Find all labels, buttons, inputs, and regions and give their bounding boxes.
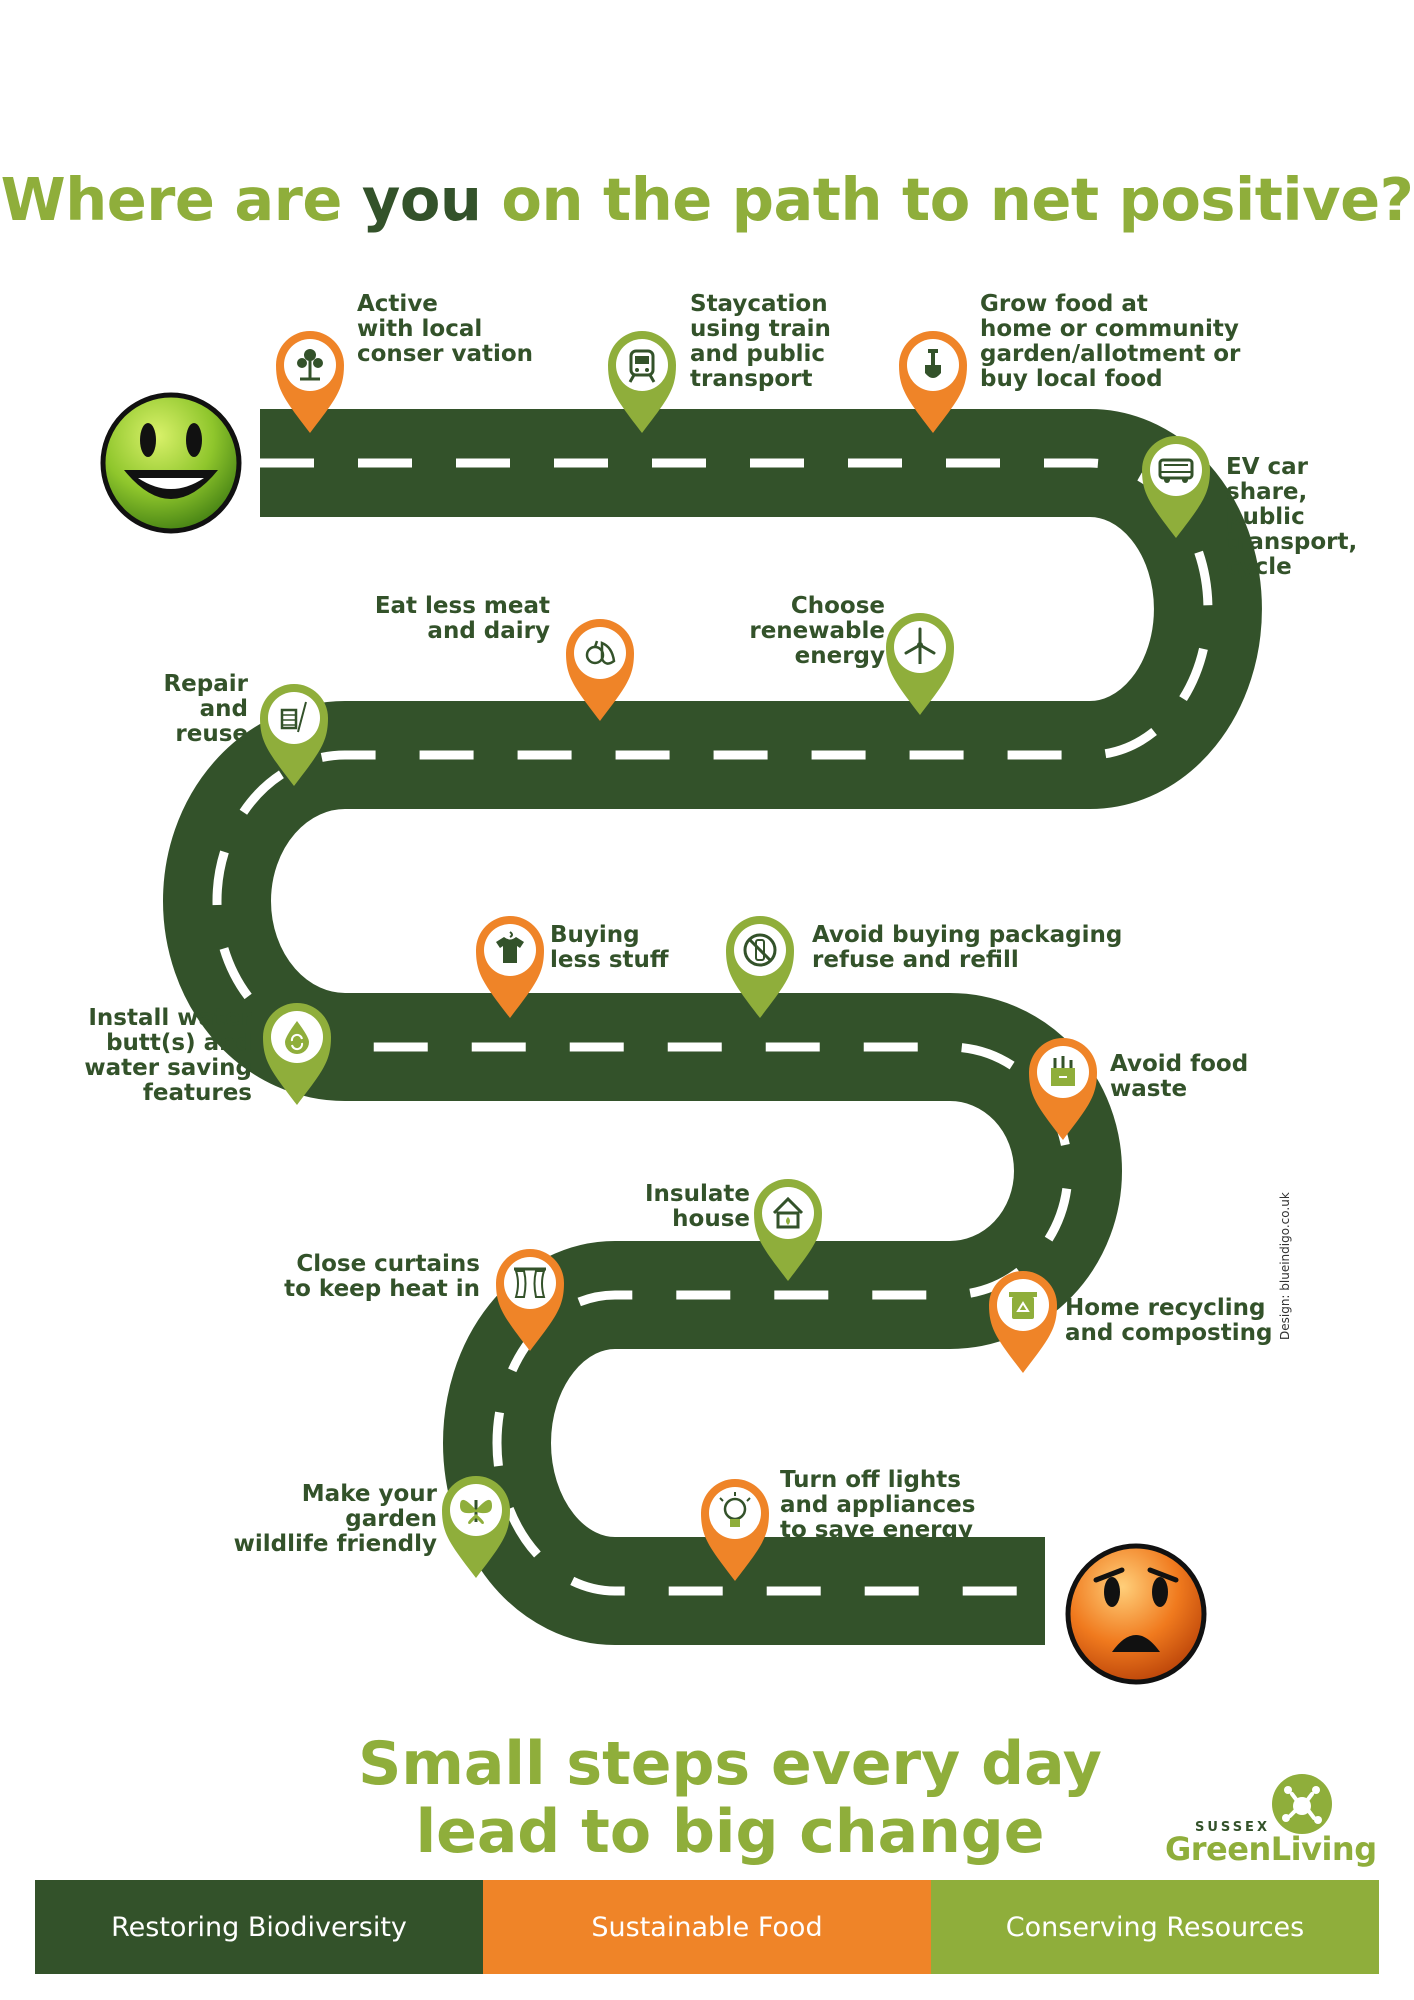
train-icon [628, 349, 656, 383]
map-pin-16 [701, 1479, 769, 1581]
road [163, 409, 1262, 1645]
step-label: Grow food at home or community garden/al… [980, 291, 1241, 392]
map-pin-4 [1142, 436, 1210, 538]
fruit-veg-icon [585, 640, 616, 665]
brand-green-living: GreenLiving [1165, 1830, 1377, 1868]
map-pin-10 [263, 1003, 331, 1105]
road-centre-line [212, 458, 1213, 1596]
step-label: Buying less stuff [550, 922, 669, 973]
curtains-icon [514, 1267, 546, 1298]
step-label: Turn off lights and appliances to save e… [780, 1467, 976, 1543]
map-pin-1 [276, 331, 344, 433]
map-pin-2 [608, 331, 676, 433]
tshirt-icon [496, 931, 524, 963]
step-label: Avoid food waste [1110, 1051, 1249, 1102]
step-label: Choose renewable energy [749, 593, 885, 669]
sewing-icon [280, 701, 307, 733]
house-icon [772, 1196, 804, 1229]
map-pin-8 [476, 916, 544, 1018]
step-label: Eat less meat and dairy [374, 593, 550, 644]
step-label: Make your garden wildlife friendly [233, 1481, 437, 1557]
page-title: Where are you on the path to net positiv… [0, 165, 1414, 234]
tagline-line-1: Small steps every day [358, 1729, 1102, 1799]
map-pin-5 [886, 613, 954, 715]
design-credit: Design: blueindigo.co.uk [1278, 1192, 1292, 1340]
map-pin-14 [989, 1271, 1057, 1373]
map-pin-13 [496, 1249, 564, 1351]
step-label: EV car share, public transport, cycle [1226, 454, 1358, 580]
recycling-bin-icon [1009, 1292, 1037, 1319]
footer-segment-food: Sustainable Food [483, 1880, 931, 1974]
map-pin-15 [442, 1476, 510, 1578]
map-pin-7 [260, 684, 328, 786]
step-label: Close curtains to keep heat in [284, 1251, 480, 1302]
step-label: Home recycling and composting [1065, 1295, 1273, 1346]
smiley-face-icon [100, 392, 242, 534]
step-label: Install water butt(s) and water saving f… [84, 1005, 252, 1106]
tagline-line-2: lead to big change [415, 1797, 1045, 1867]
map-pin-11 [1029, 1038, 1097, 1140]
step-label: Avoid buying packaging refuse and refill [812, 922, 1123, 973]
brand-sussex: SUSSEX [1195, 1820, 1270, 1835]
step-label: Repair and reuse [163, 671, 248, 747]
no-bottle-icon [743, 933, 777, 967]
butterfly-icon [460, 1499, 492, 1524]
step-label: Staycation using train and public transp… [690, 291, 831, 392]
pins-layer [260, 331, 1210, 1581]
footer-segment-biodiversity: Restoring Biodiversity [35, 1880, 483, 1974]
tree-icon [297, 349, 323, 381]
wind-turbine-icon [904, 627, 936, 664]
water-drop-icon [285, 1021, 309, 1054]
spade-icon [925, 349, 941, 378]
footer-segment-resources: Conserving Resources [931, 1880, 1379, 1974]
footer-bar: Restoring Biodiversity Sustainable Food … [35, 1880, 1379, 1974]
map-pin-6 [566, 619, 634, 721]
lightbulb-icon [719, 1492, 751, 1527]
frog-logo-icon [1272, 1774, 1332, 1834]
worried-face-icon [1065, 1543, 1207, 1685]
map-pin-12 [754, 1179, 822, 1281]
bus-icon [1158, 458, 1194, 483]
food-bag-icon [1051, 1056, 1075, 1086]
step-label: Insulate house [645, 1181, 750, 1232]
step-label: Active with local conser vation [357, 291, 534, 367]
map-pin-3 [899, 331, 967, 433]
map-pin-9 [726, 916, 794, 1018]
